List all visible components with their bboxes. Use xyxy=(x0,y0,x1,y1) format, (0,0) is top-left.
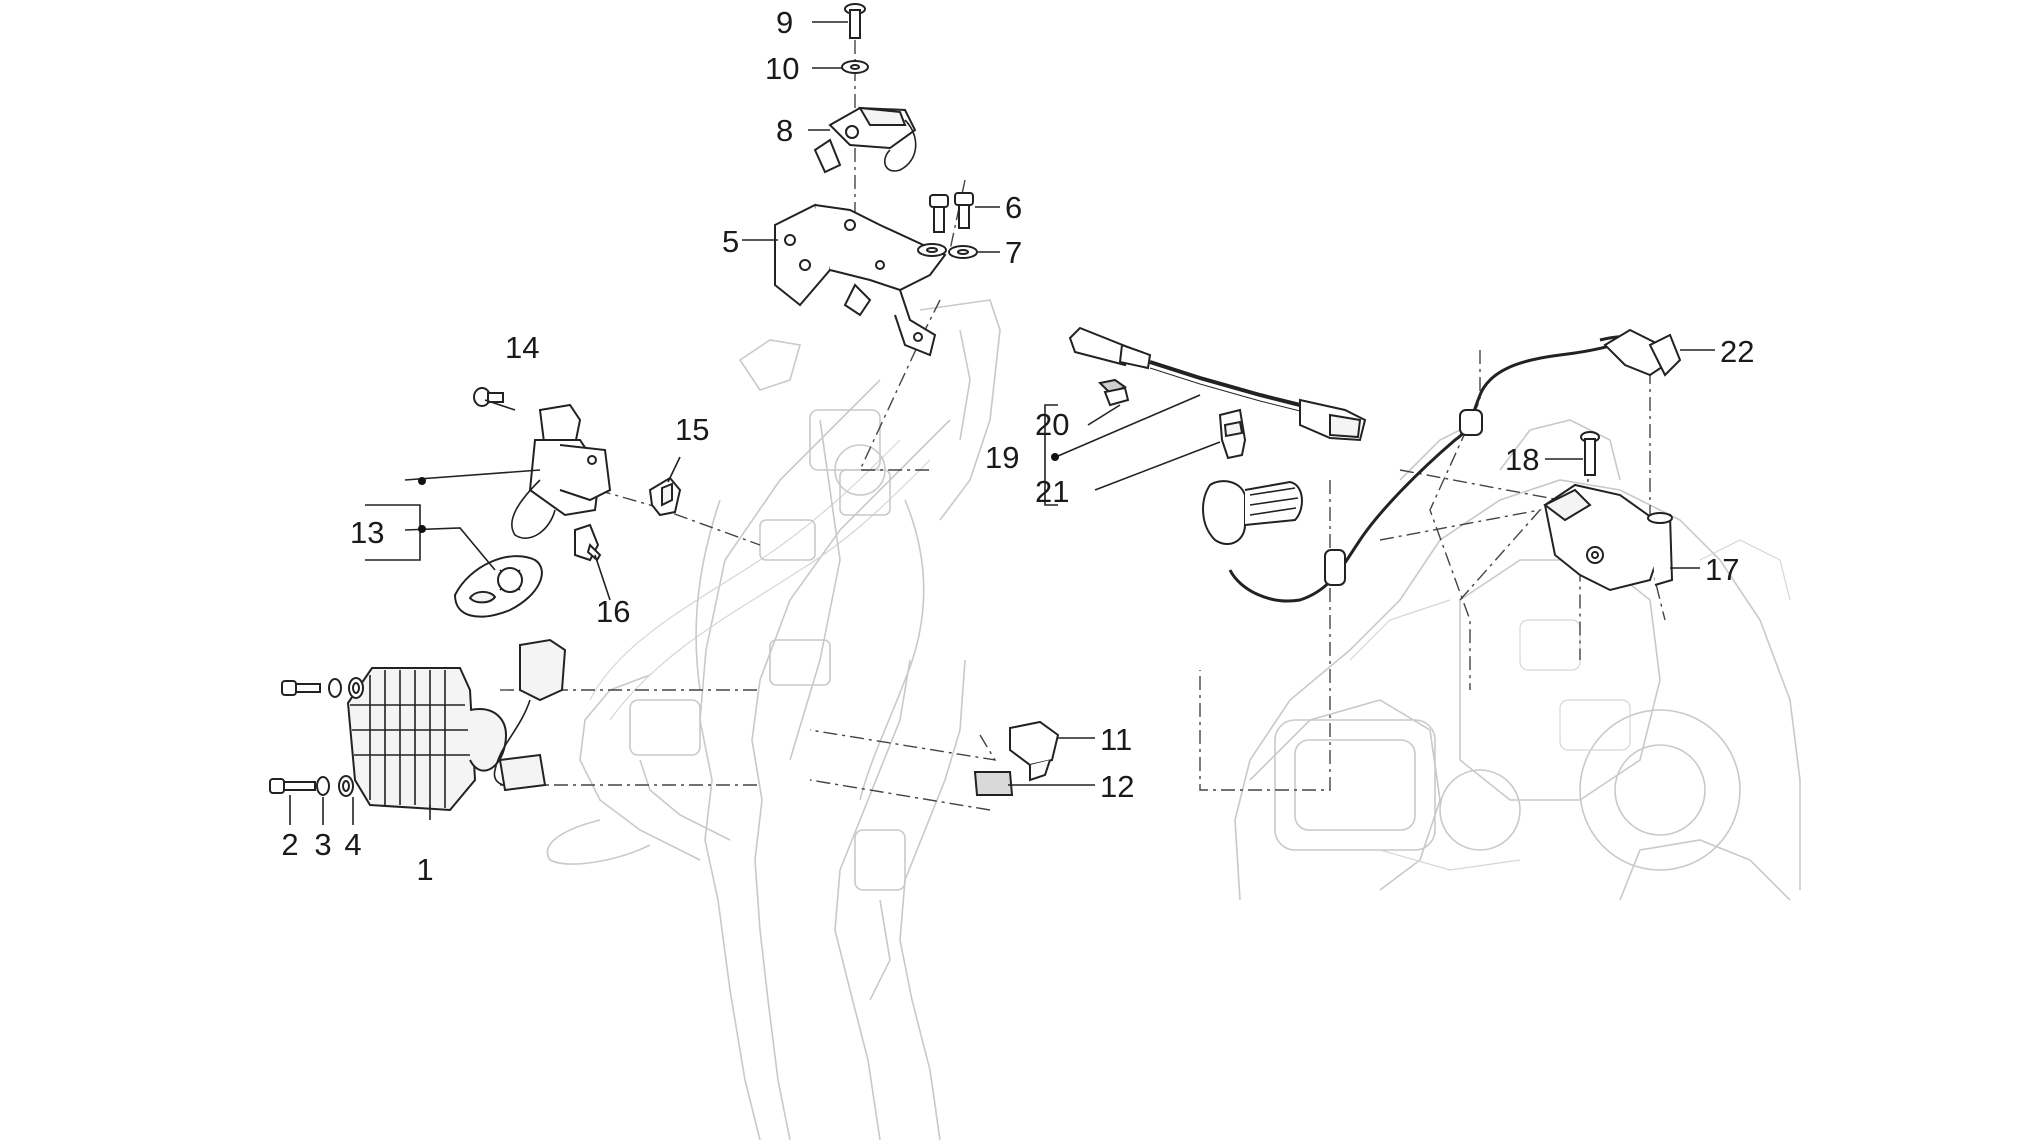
part-14-screw[interactable] xyxy=(473,387,504,407)
part-17-ignition-coil[interactable] xyxy=(1543,483,1674,592)
part-21-clip[interactable] xyxy=(1218,408,1247,460)
label-14: 14 xyxy=(505,330,539,365)
part-6-bolt[interactable] xyxy=(929,192,974,233)
part-8-sensor[interactable] xyxy=(813,106,917,174)
part-16-fastener[interactable] xyxy=(574,523,602,562)
label-21: 21 xyxy=(1035,474,1069,509)
part-22-ht-lead[interactable] xyxy=(1202,328,1682,603)
part-20-plug[interactable] xyxy=(1097,378,1130,407)
label-9: 9 xyxy=(776,5,793,40)
part-10-washer[interactable] xyxy=(841,60,869,74)
part-2-bolt-upper[interactable] xyxy=(281,680,321,696)
label-18: 18 xyxy=(1505,442,1539,477)
label-1: 1 xyxy=(416,852,433,887)
label-8: 8 xyxy=(776,113,793,148)
label-20: 20 xyxy=(1035,407,1069,442)
callout-labels: 1 2 3 4 5 6 7 8 9 10 11 12 13 14 15 16 1… xyxy=(281,5,1754,887)
part-7-washer[interactable] xyxy=(917,243,978,259)
label-6: 6 xyxy=(1005,190,1022,225)
label-12: 12 xyxy=(1100,769,1134,804)
label-17: 17 xyxy=(1705,552,1739,587)
label-22: 22 xyxy=(1720,334,1754,369)
part-13-key-fob[interactable] xyxy=(453,555,543,618)
label-7: 7 xyxy=(1005,235,1022,270)
part-11-cap[interactable] xyxy=(1009,720,1060,782)
part-13-immobilizer[interactable] xyxy=(511,403,612,539)
label-16: 16 xyxy=(596,594,630,629)
part-1-regulator[interactable] xyxy=(346,638,567,812)
label-3: 3 xyxy=(314,827,331,862)
frame-ghost xyxy=(546,299,1001,1141)
part-3-washer[interactable] xyxy=(316,678,342,796)
label-15: 15 xyxy=(675,412,709,447)
part-12-pad[interactable] xyxy=(973,771,1014,796)
label-11: 11 xyxy=(1100,722,1132,757)
part-15-clip[interactable] xyxy=(648,476,682,517)
part-18-bolt[interactable] xyxy=(1580,431,1600,476)
leader-lines xyxy=(289,21,1715,825)
part-2-bolt[interactable] xyxy=(269,778,316,794)
label-13: 13 xyxy=(350,515,384,550)
part-5-bracket[interactable] xyxy=(774,203,947,357)
label-10: 10 xyxy=(765,51,799,86)
label-19: 19 xyxy=(985,440,1019,475)
label-2: 2 xyxy=(281,827,298,862)
label-4: 4 xyxy=(344,827,361,862)
part-4-washer[interactable] xyxy=(338,677,364,797)
label-5: 5 xyxy=(722,224,739,259)
part-9-screw[interactable] xyxy=(844,3,866,39)
part-19-cable[interactable] xyxy=(1068,326,1367,442)
